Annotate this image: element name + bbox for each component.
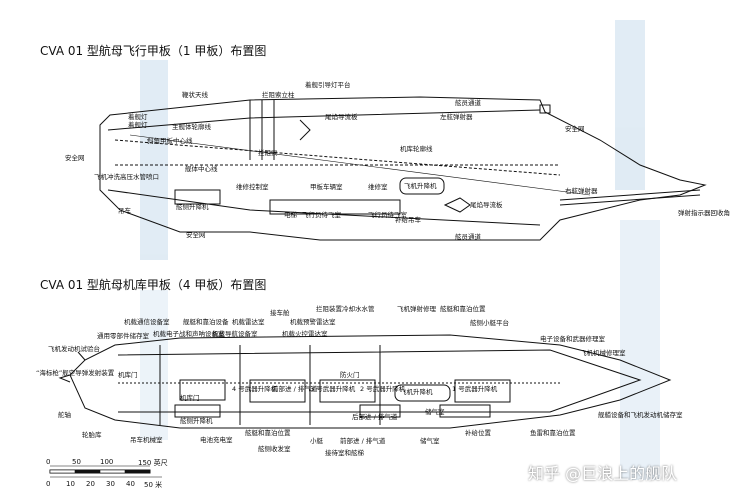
label-weapon-lift-4: 4 号武器升降机 xyxy=(232,385,278,393)
label-refuel: 补给吊车 xyxy=(395,216,421,224)
label-angled-center: 斜角甲板中心线 xyxy=(147,137,193,145)
label-maint-ctrl: 维修控制室 xyxy=(236,183,269,191)
label-spare: 接待室和舷梯 xyxy=(325,449,364,457)
scale-ft-100: 100 xyxy=(100,458,114,466)
flight-deck-title: CVA 01 型航母飞行甲板（1 甲板）布置图 xyxy=(40,44,267,58)
hangar-deck-plan xyxy=(58,334,672,429)
label-battery: 电池充电室 xyxy=(200,436,233,444)
scale-ft-50: 50 xyxy=(72,458,81,466)
label-catapult-indicator: 弹射指示器回收角 xyxy=(678,209,730,217)
label-torpedo: 鱼雷和靠泊位置 xyxy=(530,429,576,437)
label-stores: 储气室 xyxy=(425,408,445,416)
label-port-catapult: 左舷弹射器 xyxy=(440,113,473,121)
label-small-room: 小艇 xyxy=(310,437,323,445)
label-landing-light: 着舰灯 xyxy=(128,121,148,129)
label-hangar-cabin: 接车舱 xyxy=(270,309,290,317)
label-radio: 机载通信设备室 xyxy=(124,318,170,326)
label-lube: 储气室 xyxy=(420,437,440,445)
watermark: 知乎 @巨浪上的舰队 xyxy=(528,464,678,483)
label-aircraft-work: 飞机弹射修理 xyxy=(397,305,436,313)
label-side-lift-hangar: 舷侧升降机 xyxy=(180,417,213,425)
label-boat-platform: 舷侧小艇平台 xyxy=(470,319,509,327)
label-aircraft-radar: 机载预警雷达室 xyxy=(290,318,336,326)
label-electrical: 电子设备和武器修理室 xyxy=(540,335,605,343)
label-boat-berth: 舷艇和靠泊位置 xyxy=(245,429,291,437)
label-boat-storage: 舰艇和靠泊设备 xyxy=(183,318,229,326)
label-main-wheel: 主舰体轮廓线 xyxy=(172,123,211,131)
scale-m-40: 40 xyxy=(126,480,135,488)
label-tail-flow-2: 尾焰导流板 xyxy=(470,201,503,209)
label-hangar-outline: 机库轮廓线 xyxy=(400,145,433,153)
scale-m-20: 20 xyxy=(86,480,95,488)
flight-deck-plan xyxy=(99,96,707,241)
bleed-through-left xyxy=(140,60,168,440)
label-wheel: 轮胎库 xyxy=(82,431,102,439)
label-front-light: 前部进 / 排气道 xyxy=(340,437,386,445)
label-guide-light: 着舰引导灯平台 xyxy=(305,81,351,89)
label-safety-net-2: 安全网 xyxy=(65,154,85,162)
label-guide-lamp: 着舰灯 xyxy=(128,113,148,121)
label-hangar-door-1: 机库门 xyxy=(118,371,138,379)
label-rear-air: 后部进 / 排气道 xyxy=(352,413,398,421)
label-gangway-2: 舷员通道 xyxy=(455,233,481,241)
hangar-deck-title: CVA 01 型航母机库甲板（4 甲板）布置图 xyxy=(40,278,267,292)
scale-m-50: 50 米 xyxy=(144,481,163,489)
label-crane: 吊车 xyxy=(118,207,131,215)
label-aircraft-nav: 机载导航设备室 xyxy=(212,330,258,338)
label-rudder: 舵轴 xyxy=(58,411,71,419)
label-maint-room: 维修室 xyxy=(368,183,388,191)
label-hose-room: 舷侧收发室 xyxy=(258,445,291,453)
label-nav-fire: 拦阻装置冷却水水管 xyxy=(316,305,375,313)
label-hangar-crane: 吊车机械室 xyxy=(130,436,163,444)
label-common-parts: 通用零部件储存室 xyxy=(97,332,149,340)
label-bow-equip: 舰艏设备和飞机发动机储存室 xyxy=(598,411,683,419)
scale-m-30: 30 xyxy=(106,480,115,488)
label-aircraft-lift: 飞机升降机 xyxy=(404,182,437,190)
scale-ft-0: 0 xyxy=(46,458,51,466)
label-hangar-door-2: 机库门 xyxy=(180,394,200,402)
label-hull-center: 舰体中心线 xyxy=(185,165,218,173)
label-aircraft-exit: 飞行员待飞室 xyxy=(302,211,341,219)
label-aircraft-mis: 机载火控雷达室 xyxy=(282,330,328,338)
bleed-through-right xyxy=(615,20,660,480)
label-gangway-1: 舷员通道 xyxy=(455,99,481,107)
label-aircraft-rinse: 飞机冲洗高压水管喷口 xyxy=(94,173,159,181)
label-weapon-lift-1: 1 号武器升降机 xyxy=(452,385,498,393)
label-fighter-repair: 飞机机械修理室 xyxy=(580,349,626,357)
label-seaslug: “海标枪”舰空导弹发射装置 xyxy=(36,369,115,377)
label-boat-pos: 舷艇和靠泊位置 xyxy=(440,305,486,313)
label-elevator: 电梯 xyxy=(284,211,297,219)
label-safety-net-1: 安全网 xyxy=(565,125,585,133)
label-engine-test: 飞机发动机试验台 xyxy=(48,345,100,353)
label-cable: 补给位置 xyxy=(465,429,491,437)
label-weapon-lift-3: 3 号武器升降机 xyxy=(310,385,356,393)
label-side-lift: 舷侧升降机 xyxy=(176,203,209,211)
scale-m-10: 10 xyxy=(66,480,75,488)
label-tail-flow-1: 尾焰导流板 xyxy=(325,113,358,121)
label-antenna: 鞭状天线 xyxy=(182,91,208,99)
scale-m-0: 0 xyxy=(46,480,51,488)
label-arrest-wire: 拦阻索 xyxy=(258,149,278,157)
label-aircraft-prep: 飞行员待飞室 xyxy=(368,211,407,219)
label-aircraft-elec: 机载电子战和声呐设备室 xyxy=(153,330,225,338)
label-weapon-lift-2: 2 号武器升降机 xyxy=(360,385,406,393)
label-stbd-catapult: 右舷弹射器 xyxy=(565,187,598,195)
label-deck-store: 甲板车辆室 xyxy=(310,183,343,191)
label-front-air: 前部进 / 排气道 xyxy=(272,385,318,393)
label-aircraft-lift-hangar: 飞机升降机 xyxy=(400,388,433,396)
label-safety-net-3: 安全网 xyxy=(186,231,206,239)
label-fire-door: 防火门 xyxy=(340,371,360,379)
label-barrier-post: 拦阻索立柱 xyxy=(262,91,295,99)
label-electronic: 机载雷达室 xyxy=(232,318,265,326)
scale-bars xyxy=(49,465,162,478)
scale-ft-150: 150 英尺 xyxy=(138,459,168,467)
